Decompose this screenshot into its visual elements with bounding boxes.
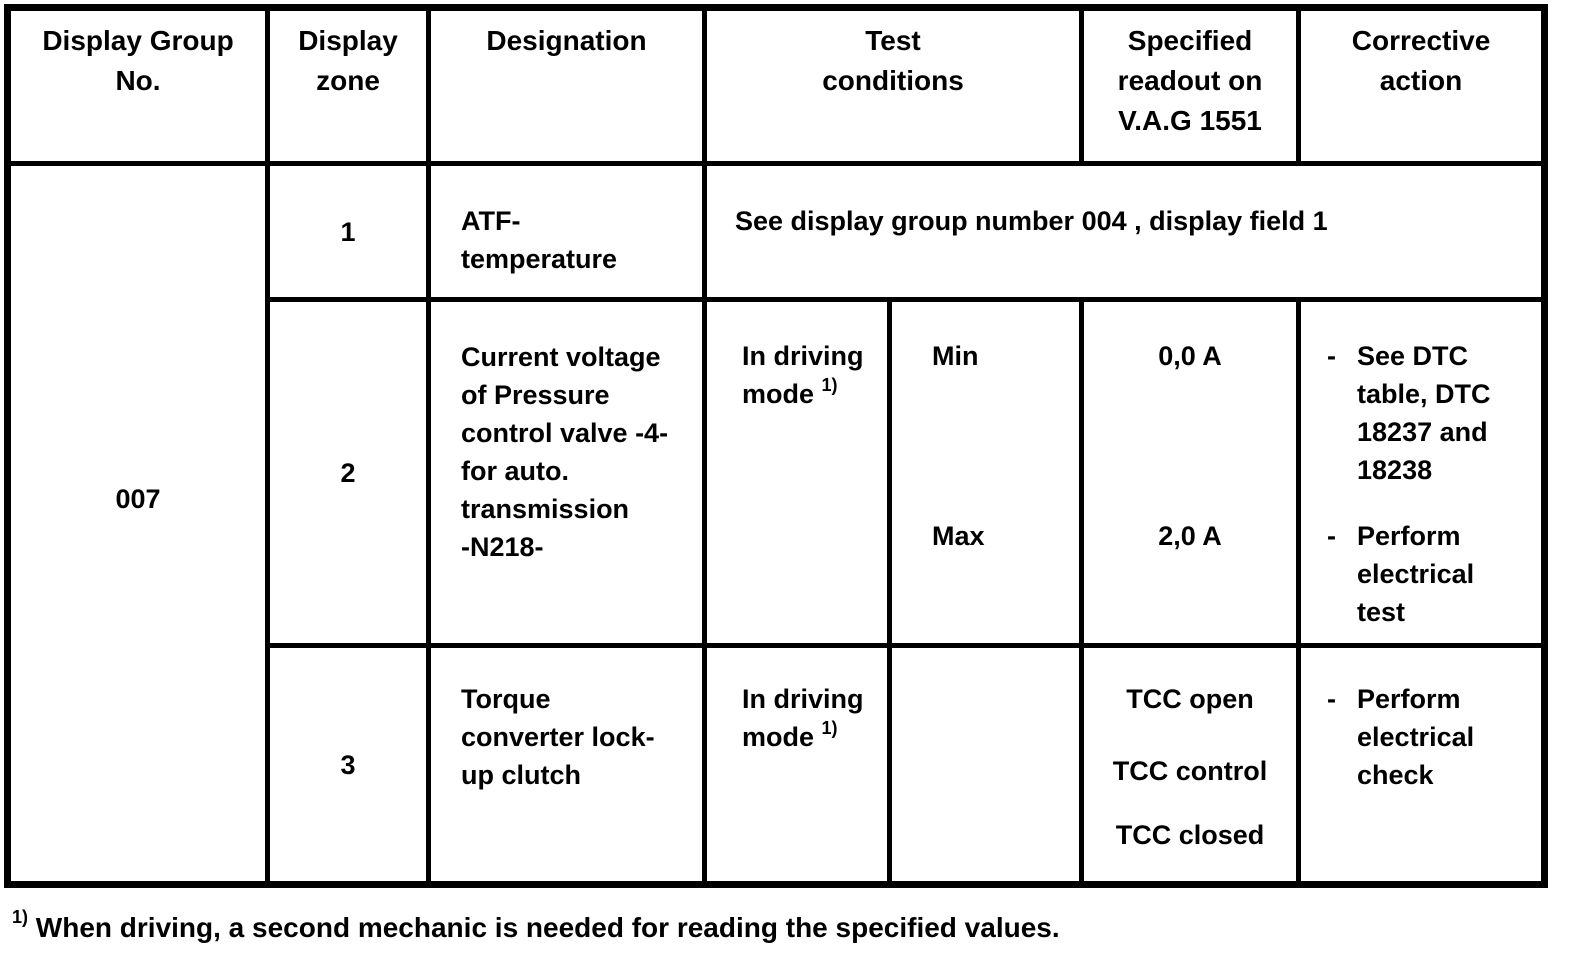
header-display-zone: Display zone <box>265 5 431 166</box>
corrective-actions-zone-3: -Perform electrical check <box>1296 643 1548 887</box>
designation-pressure-control-valve: Current voltage of Pressure control valv… <box>426 297 707 648</box>
header-display-group-no: Display Group No. <box>5 5 270 166</box>
footnote-text: When driving, a second mechanic is neede… <box>35 912 1060 943</box>
corrective-item-text: Perform electrical test <box>1357 521 1475 627</box>
min-label: Min <box>932 341 979 371</box>
specified-readouts-zone-3: TCC open TCC control TCC closed <box>1079 643 1302 887</box>
readout-max-value: 2,0 A <box>1158 521 1222 551</box>
header-corrective-action: Corrective action <box>1296 5 1548 166</box>
test-condition-text: In driving mode <box>742 684 864 752</box>
header-designation: Designation <box>426 5 707 166</box>
test-condition-text: In driving mode <box>742 341 864 409</box>
corrective-item-dtc-table: -See DTC table, DTC 18237 and 18238 <box>1327 337 1535 489</box>
table-row-zone-2: 2 Current voltage of Pressure control va… <box>8 297 1548 648</box>
test-condition-zone-3: In driving mode 1) <box>702 643 892 887</box>
footnote-marker: 1) <box>12 907 29 927</box>
dash-bullet: - <box>1327 684 1337 714</box>
corrective-item-text: See DTC table, DTC 18237 and 18238 <box>1357 341 1491 485</box>
table-row-zone-1: 007 1 ATF- temperature See display group… <box>5 161 1548 887</box>
display-group-number: 007 <box>5 161 270 887</box>
footnote-reference: 1) <box>821 375 838 395</box>
zone-number-1: 1 <box>265 161 431 302</box>
corrective-item-electrical-check: -Perform electrical check <box>1327 680 1535 794</box>
table-header-row: Display Group No. Display zone Designati… <box>5 5 1548 166</box>
readout-tcc-open: TCC open <box>1126 684 1254 714</box>
empty-sub-condition-cell <box>886 643 1085 887</box>
corrective-item-text: Perform electrical check <box>1357 684 1475 790</box>
zone-number-3: 3 <box>265 643 431 887</box>
test-condition-zone-2: In driving mode 1) <box>702 297 892 648</box>
min-max-labels: Min Max <box>886 297 1085 648</box>
readout-min-value: 0,0 A <box>1158 341 1222 371</box>
dash-bullet: - <box>1327 521 1337 551</box>
zone-number-2: 2 <box>265 297 431 648</box>
designation-torque-converter: Torque converter lock- up clutch <box>426 643 707 887</box>
header-test-conditions: Test conditions <box>701 5 1085 166</box>
footnote: 1) When driving, a second mechanic is ne… <box>12 908 1060 948</box>
designation-atf-temperature: ATF- temperature <box>426 161 707 302</box>
header-specified-readout: Specified readout on V.A.G 1551 <box>1079 5 1302 166</box>
corrective-actions-zone-2: -See DTC table, DTC 18237 and 18238 -Per… <box>1296 297 1548 648</box>
max-label: Max <box>932 521 985 551</box>
readout-tcc-closed: TCC closed <box>1115 820 1265 850</box>
corrective-item-electrical-test: -Perform electrical test <box>1327 517 1535 631</box>
specified-readouts-zone-2: 0,0 A 2,0 A <box>1079 297 1302 648</box>
readout-tcc-control: TCC control <box>1112 756 1268 786</box>
see-display-group-note: See display group number 004 , display f… <box>701 161 1548 302</box>
footnote-reference: 1) <box>821 718 838 738</box>
diagnostic-table: Display Group No. Display zone Designati… <box>4 4 1549 888</box>
dash-bullet: - <box>1327 341 1337 371</box>
table-row-zone-3: 3 Torque converter lock- up clutch In dr… <box>8 643 1548 887</box>
